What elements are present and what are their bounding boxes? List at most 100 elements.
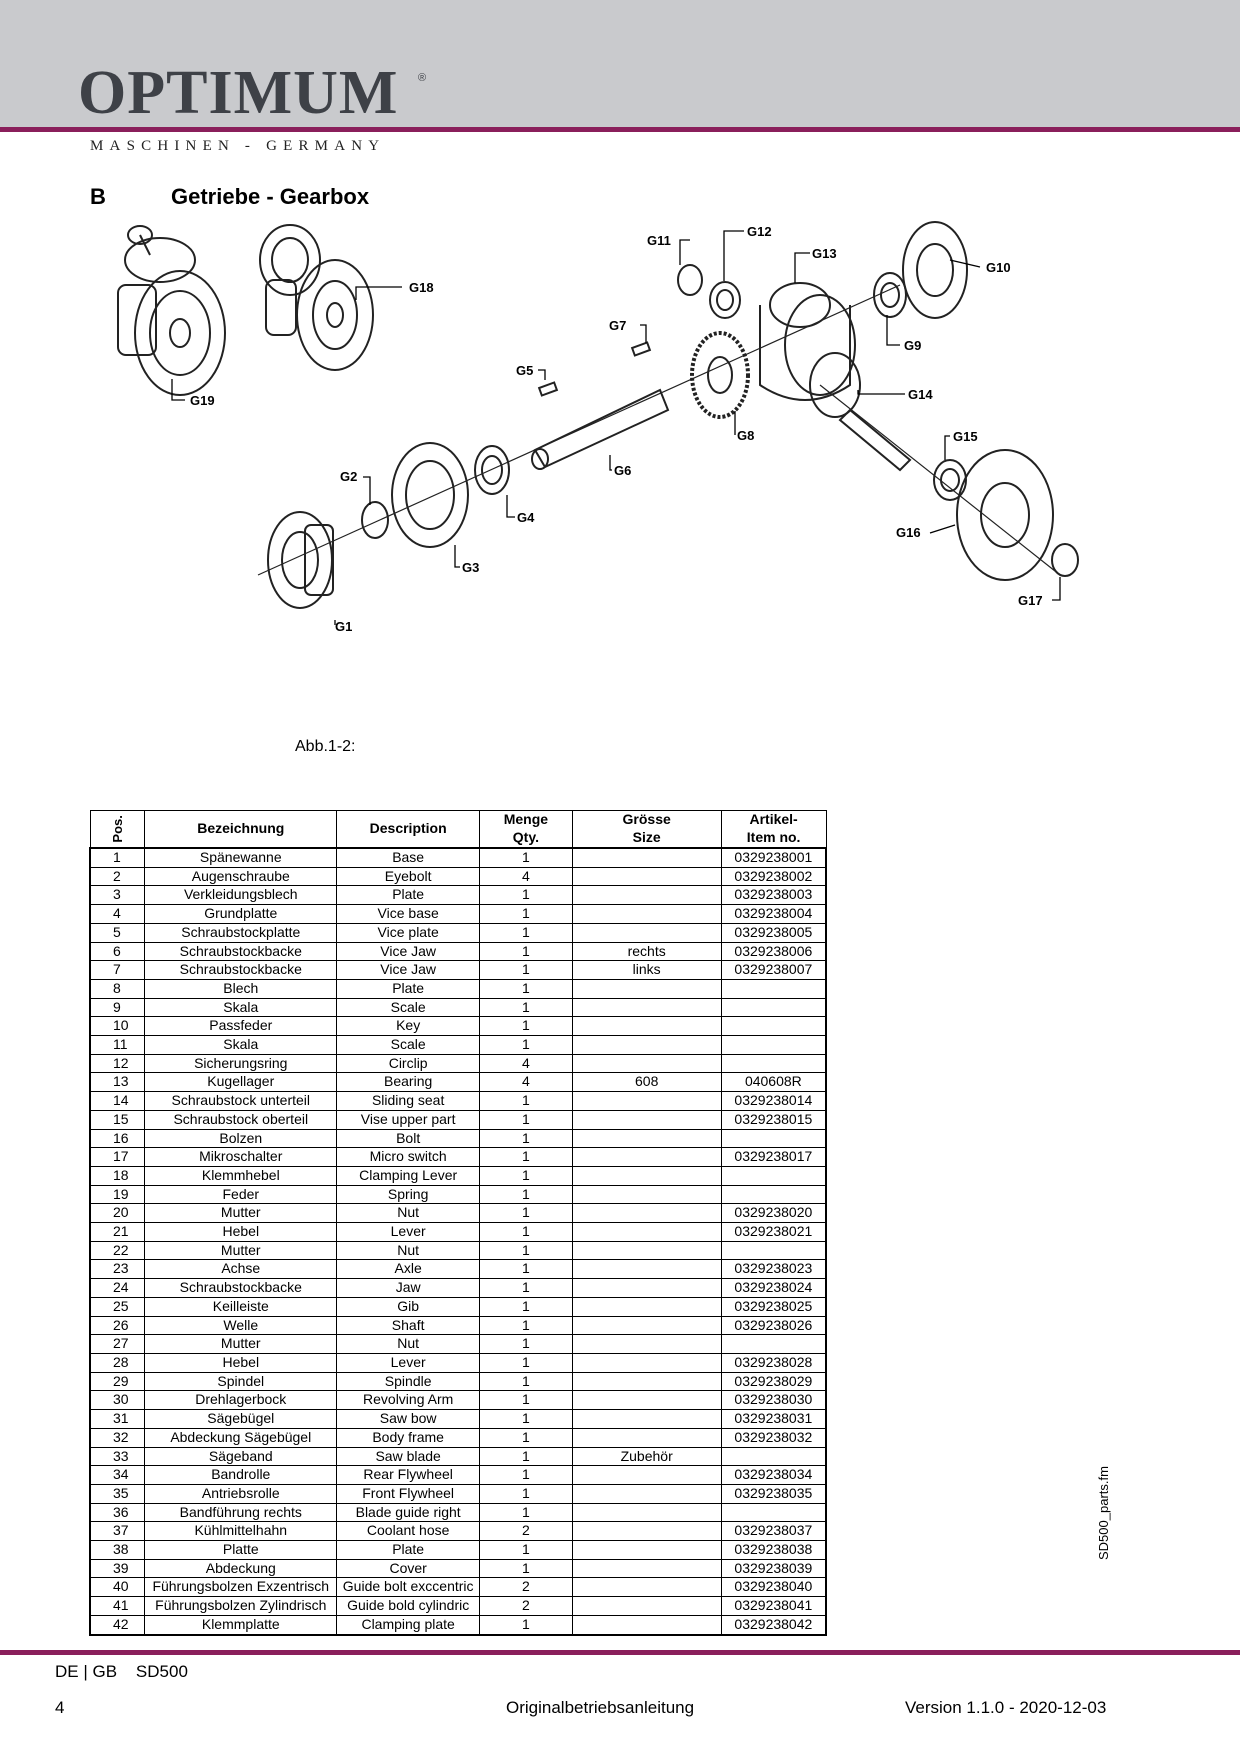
cell-size bbox=[571, 1109, 722, 1130]
cell-description: Front Flywheel bbox=[336, 1483, 481, 1504]
cell-qty: 1 bbox=[479, 1222, 573, 1242]
cell-bezeichnung: Bandführung rechts bbox=[144, 1502, 338, 1523]
diagram-label-g11: G11 bbox=[647, 233, 671, 248]
cell-qty: 1 bbox=[479, 1128, 573, 1149]
cell-size bbox=[571, 1334, 722, 1354]
cell-bezeichnung: Schraubstockbacke bbox=[144, 960, 338, 980]
cell-pos: 21 bbox=[89, 1222, 146, 1242]
cell-size bbox=[571, 1035, 722, 1055]
cell-bezeichnung: Abdeckung bbox=[144, 1558, 338, 1579]
cell-bezeichnung: Schraubstockbacke bbox=[144, 941, 338, 962]
cell-pos: 26 bbox=[89, 1315, 146, 1336]
cell-bezeichnung: Schraubstock oberteil bbox=[144, 1109, 338, 1130]
col-bezeichnung-header: Bezeichnung bbox=[144, 810, 338, 849]
cell-qty: 1 bbox=[479, 941, 573, 962]
diagram-label-g4: G4 bbox=[517, 510, 535, 525]
cell-itemno: 0329238031 bbox=[720, 1409, 827, 1429]
cell-itemno: 0329238002 bbox=[720, 866, 827, 887]
cell-size bbox=[571, 866, 722, 887]
cell-itemno: 0329238034 bbox=[720, 1465, 827, 1485]
cell-description: Nut bbox=[336, 1203, 481, 1224]
cell-itemno: 0329238035 bbox=[720, 1483, 827, 1504]
cell-description: Eyebolt bbox=[336, 866, 481, 887]
cell-qty: 1 bbox=[479, 1465, 573, 1485]
cell-description: Axle bbox=[336, 1259, 481, 1280]
cell-qty: 1 bbox=[479, 1035, 573, 1055]
cell-qty: 1 bbox=[479, 1147, 573, 1167]
cell-description: Scale bbox=[336, 997, 481, 1018]
cell-size bbox=[571, 1614, 722, 1636]
cell-pos: 19 bbox=[89, 1184, 146, 1205]
cell-qty: 1 bbox=[479, 1315, 573, 1336]
cell-itemno: 0329238015 bbox=[720, 1109, 827, 1130]
cell-bezeichnung: Mutter bbox=[144, 1203, 338, 1224]
cell-itemno: 0329238006 bbox=[720, 941, 827, 962]
cell-bezeichnung: Platte bbox=[144, 1540, 338, 1560]
cell-pos: 34 bbox=[89, 1465, 146, 1485]
cell-description: Circlip bbox=[336, 1053, 481, 1074]
cell-itemno bbox=[720, 1184, 827, 1205]
cell-bezeichnung: Skala bbox=[144, 1035, 338, 1055]
cell-qty: 1 bbox=[479, 1502, 573, 1523]
cell-qty: 1 bbox=[479, 997, 573, 1018]
cell-qty: 4 bbox=[479, 866, 573, 887]
cell-qty: 1 bbox=[479, 1109, 573, 1130]
diagram-label-g7: G7 bbox=[609, 318, 626, 333]
diagram-label-g9: G9 bbox=[904, 338, 921, 353]
cell-description: Key bbox=[336, 1016, 481, 1037]
part-g13-housing bbox=[759, 282, 856, 401]
cell-size bbox=[571, 978, 722, 999]
cell-itemno: 040608R bbox=[720, 1072, 827, 1093]
cell-qty: 2 bbox=[479, 1577, 573, 1598]
cell-pos: 35 bbox=[89, 1483, 146, 1504]
cell-size bbox=[571, 885, 722, 906]
cell-description: Cover bbox=[336, 1558, 481, 1579]
cell-itemno: 0329238017 bbox=[720, 1147, 827, 1167]
col-artikel-header: Artikel- bbox=[720, 810, 827, 829]
col-menge-header: Menge bbox=[479, 810, 573, 829]
col-size-header: Size bbox=[571, 829, 722, 849]
cell-size bbox=[571, 997, 722, 1018]
cell-description: Shaft bbox=[336, 1315, 481, 1336]
cell-bezeichnung: Welle bbox=[144, 1315, 338, 1336]
col-itemno-header: Item no. bbox=[720, 829, 827, 849]
cell-qty: 1 bbox=[479, 1540, 573, 1560]
cell-itemno: 0329238029 bbox=[720, 1371, 827, 1392]
cell-itemno bbox=[720, 978, 827, 999]
cell-bezeichnung: Hebel bbox=[144, 1222, 338, 1242]
part-g17-seal bbox=[1051, 543, 1079, 577]
cell-pos: 13 bbox=[89, 1072, 146, 1093]
cell-itemno: 0329238001 bbox=[720, 847, 827, 868]
cell-bezeichnung: Bolzen bbox=[144, 1128, 338, 1149]
cell-size bbox=[571, 1128, 722, 1149]
cell-itemno: 0329238032 bbox=[720, 1427, 827, 1448]
diagram-label-g17: G17 bbox=[1018, 593, 1043, 608]
cell-itemno bbox=[720, 1035, 827, 1055]
cell-bezeichnung: Sicherungsring bbox=[144, 1053, 338, 1074]
cell-description: Scale bbox=[336, 1035, 481, 1055]
cell-bezeichnung: Passfeder bbox=[144, 1016, 338, 1037]
cell-description: Plate bbox=[336, 885, 481, 906]
cell-qty: 4 bbox=[479, 1072, 573, 1093]
cell-qty: 1 bbox=[479, 1558, 573, 1579]
cell-description: Bolt bbox=[336, 1128, 481, 1149]
cell-itemno: 0329238003 bbox=[720, 885, 827, 906]
cell-bezeichnung: Sägeband bbox=[144, 1446, 338, 1467]
cell-description: Body frame bbox=[336, 1427, 481, 1448]
cell-description: Plate bbox=[336, 978, 481, 999]
brand-subtitle: MASCHINEN - GERMANY bbox=[90, 138, 386, 154]
